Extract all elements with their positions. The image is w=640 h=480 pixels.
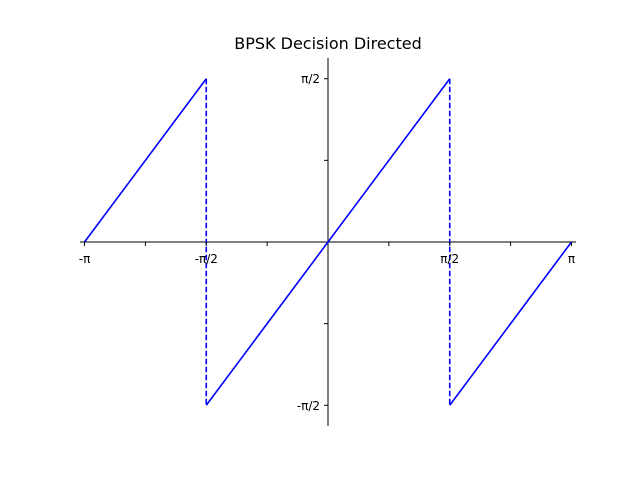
series-line-4 — [449, 241, 573, 406]
y-tick-label-3: π/2 — [301, 72, 320, 86]
ticks-group: -π -π/2 π/2 π -π/2 π/2 — [79, 72, 575, 413]
x-tick-label-0: -π — [79, 252, 91, 266]
x-tick-label-5: π/2 — [440, 252, 459, 266]
x-tick-label-2: -π/2 — [195, 252, 218, 266]
chart-title: BPSK Decision Directed — [234, 34, 421, 53]
series-line-0 — [83, 78, 207, 243]
y-tick-label-0: -π/2 — [297, 399, 320, 413]
x-tick-label-7: π — [568, 252, 575, 266]
series-line-2 — [205, 78, 451, 406]
